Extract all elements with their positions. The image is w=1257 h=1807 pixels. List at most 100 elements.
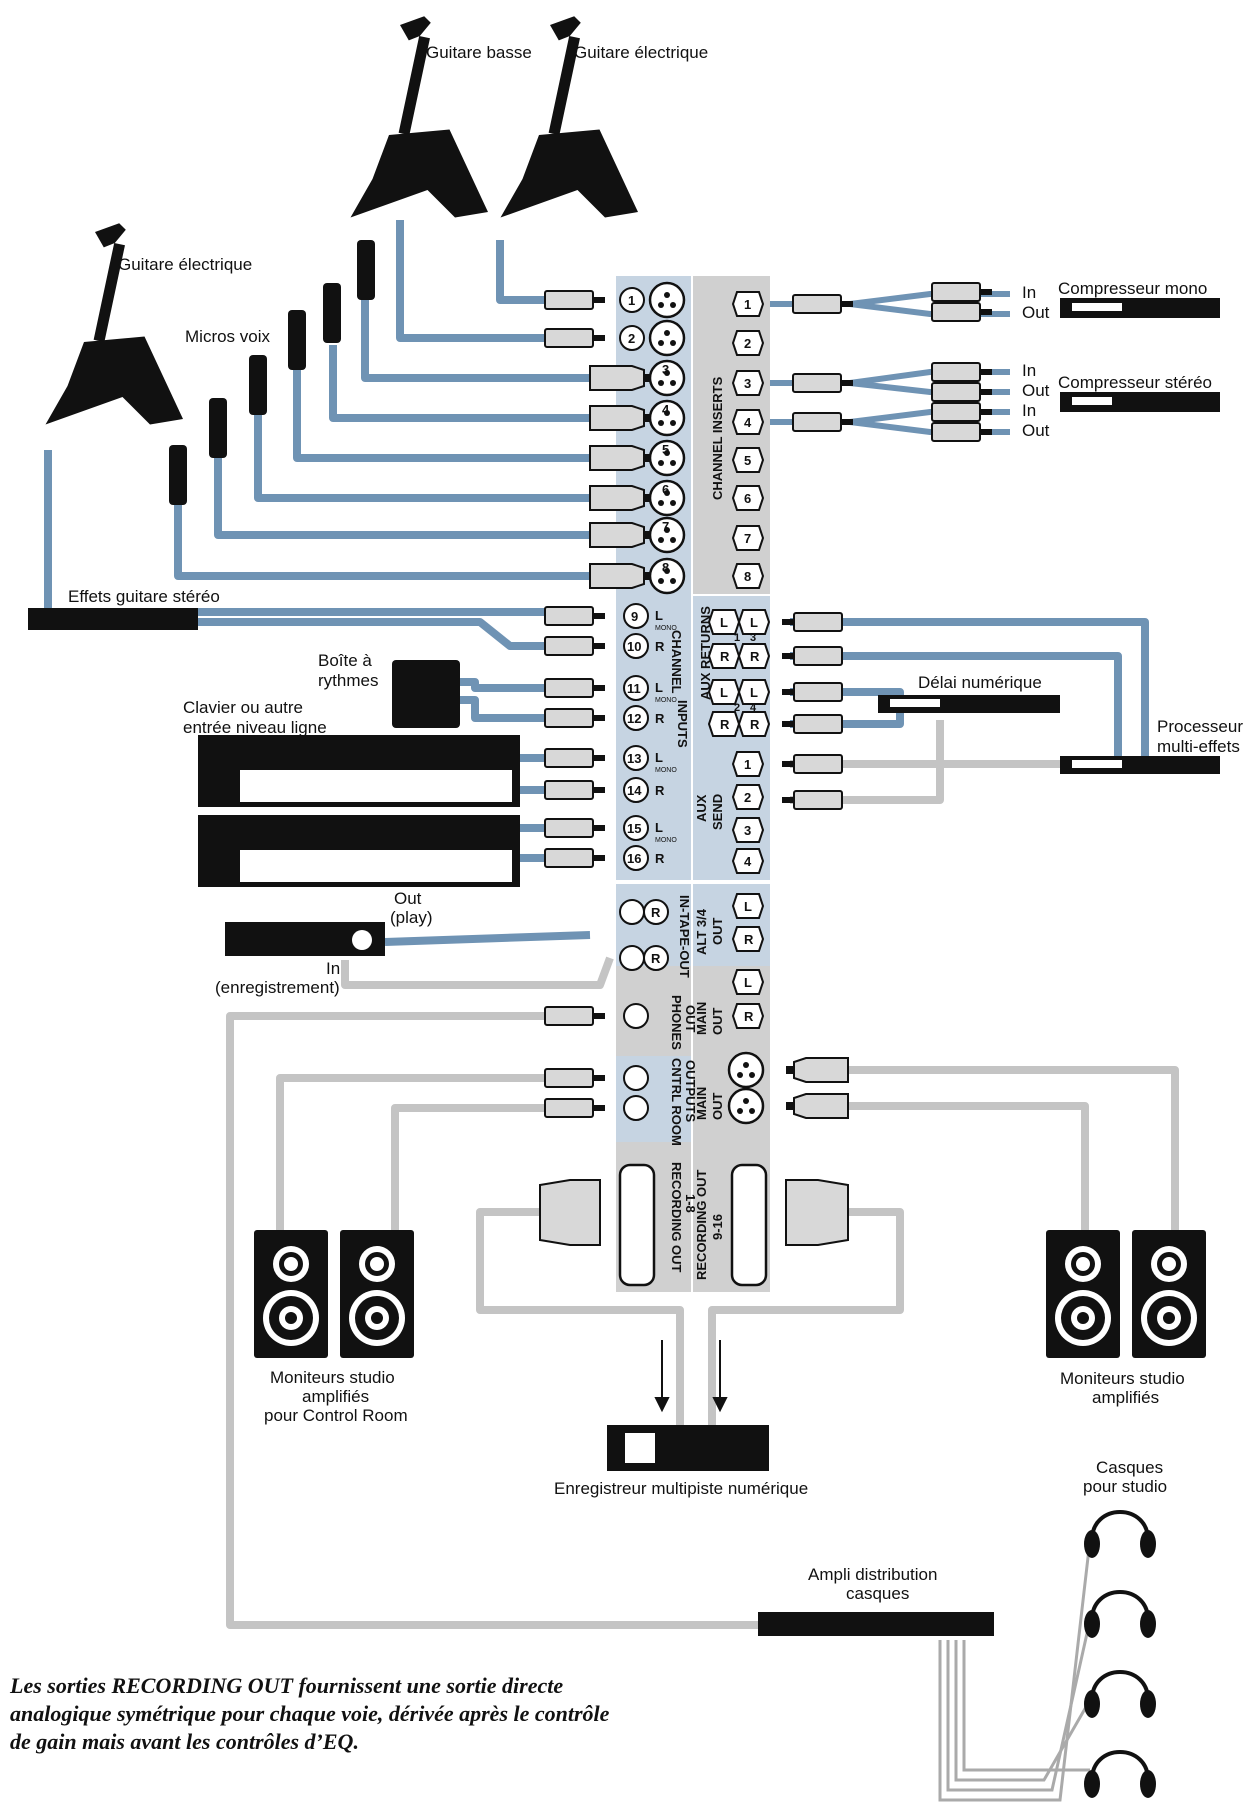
plug-ch16 <box>544 848 606 868</box>
plug-comp-st-out-1 <box>931 382 993 402</box>
label-comp-st-in-2: In <box>1022 401 1036 420</box>
plug-ch15 <box>544 818 606 838</box>
section-rec-out-9-16-2: 9-16 <box>710 1214 725 1240</box>
section-cntrl-room: CNTRL ROOM <box>669 1058 684 1146</box>
label-hp-amp-2: casques <box>846 1584 909 1603</box>
label-compressor-mono: Compresseur mono <box>1058 279 1207 298</box>
aux-ret-l1: L <box>720 615 728 630</box>
label-comp-st-in-1: In <box>1022 361 1036 380</box>
plug-aux-ret-4 <box>781 714 843 734</box>
insert-num-4: 4 <box>744 415 752 430</box>
section-rec-out-1-8: RECORDING OUT <box>669 1162 684 1273</box>
mic-icon-6 <box>169 445 187 505</box>
plug-aux-ret-2 <box>781 646 843 666</box>
arrow-down-icon <box>712 1397 728 1413</box>
vocal-mics <box>169 240 375 505</box>
insert-num-1: 1 <box>744 297 751 312</box>
alt-out-l-label: L <box>744 899 752 914</box>
headphones-icon-3 <box>1082 1670 1158 1720</box>
headphone-cables <box>938 1539 1092 1802</box>
insert-num-3: 3 <box>744 376 751 391</box>
cntrl-room-jack-r[interactable] <box>623 1095 649 1121</box>
plug-comp-st-in-2 <box>931 402 993 422</box>
phones-jack[interactable] <box>623 1003 649 1029</box>
ch-num-3: 3 <box>662 362 669 377</box>
main-out-l-label: L <box>744 975 752 990</box>
label-keyboard-1: Clavier ou autre <box>183 698 303 717</box>
db25-plug-9-16 <box>785 1179 849 1246</box>
label-headphones-1: Casques <box>1096 1458 1163 1477</box>
tape-in-l[interactable] <box>619 945 645 971</box>
section-aux-send-2: SEND <box>710 794 725 830</box>
aux-ret-r1: R <box>720 649 730 664</box>
section-alt-out: ALT 3/4 <box>694 908 709 955</box>
plug-comp-st-out-2 <box>931 422 993 442</box>
db25-port-1-8[interactable] <box>618 1163 656 1287</box>
xlr-jack-2[interactable] <box>648 319 686 357</box>
arrows <box>654 1340 728 1413</box>
plug-comp-mono-in <box>931 282 993 302</box>
aux-ret-l4: L <box>750 685 758 700</box>
speaker-main-left-icon <box>1046 1230 1120 1358</box>
plug-aux-send-1 <box>781 754 843 774</box>
ch-num-9: 9 <box>631 609 638 624</box>
label-guitar-effects: Effets guitare stéréo <box>68 587 220 606</box>
db25-connectors <box>539 1163 849 1287</box>
plug-aux-ret-3 <box>781 682 843 702</box>
aux-ret-r3: R <box>750 649 760 664</box>
mic-icon-2 <box>323 283 341 343</box>
cables-blue <box>44 220 1149 946</box>
aux-send-num-1: 1 <box>744 757 751 772</box>
xlr-plug-ch8 <box>589 563 653 589</box>
plug-ch13 <box>544 748 606 768</box>
cntrl-room-jack-l[interactable] <box>623 1065 649 1091</box>
label-bass-guitar: Guitare basse <box>426 43 532 62</box>
label-comp-st-out-1: Out <box>1022 381 1050 400</box>
plug-comp-st-in-1 <box>931 362 993 382</box>
ch9-mono: MONO <box>655 625 677 632</box>
section-rec-out-9-16: RECORDING OUT <box>694 1169 709 1280</box>
ch11-l: L <box>655 680 663 695</box>
ch-num-12: 12 <box>627 711 641 726</box>
plug-ch10 <box>544 636 606 656</box>
plug-ch1 <box>544 290 606 310</box>
ch-num-14: 14 <box>627 783 642 798</box>
main-out-r-label: R <box>744 1009 754 1024</box>
drum-machine-unit <box>392 660 460 728</box>
label-tape-out-1: Out <box>394 889 422 908</box>
ch-num-16: 16 <box>627 851 641 866</box>
xlr-plug-ch7 <box>589 522 653 548</box>
label-hp-amp-1: Ampli distribution <box>808 1565 937 1584</box>
plug-insert-1 <box>792 294 854 314</box>
speaker-cr-left-icon <box>254 1230 328 1358</box>
cables-grey <box>226 720 1179 1629</box>
label-drum-machine-2: rythmes <box>318 671 378 690</box>
label-monitors-cr-3: pour Control Room <box>264 1406 408 1425</box>
label-multi-fx-2: multi-effets <box>1157 737 1240 756</box>
ch15-mono: MONO <box>655 837 677 844</box>
tape-in-r-label: R <box>651 951 661 966</box>
guitar-fx-unit <box>28 608 198 630</box>
aux-send-num-4: 4 <box>744 854 752 869</box>
plug-ch9 <box>544 606 606 626</box>
main-out-xlr-l[interactable] <box>727 1051 765 1089</box>
label-comp-mono-out: Out <box>1022 303 1050 322</box>
aux-send-num-3: 3 <box>744 823 751 838</box>
speaker-main-right-icon <box>1132 1230 1206 1358</box>
label-monitors-cr-1: Moniteurs studio <box>270 1368 395 1387</box>
plug-cntrl-l <box>544 1068 606 1088</box>
main-out-xlr-r[interactable] <box>727 1087 765 1125</box>
label-monitors-cr-2: amplifiés <box>302 1387 369 1406</box>
plug-ch12 <box>544 708 606 728</box>
ch-num-4: 4 <box>662 402 670 417</box>
hp-amp-unit <box>758 1612 994 1636</box>
aux-ret-r4: R <box>750 717 760 732</box>
arrow-down-icon <box>654 1397 670 1413</box>
tape-out-l[interactable] <box>619 899 645 925</box>
xlr-jack-1[interactable] <box>648 281 686 319</box>
ch14-r: R <box>655 783 665 798</box>
db25-port-9-16[interactable] <box>730 1163 768 1287</box>
ch15-l: L <box>655 820 663 835</box>
label-monitors-main-2: amplifiés <box>1092 1388 1159 1407</box>
label-comp-mono-in: In <box>1022 283 1036 302</box>
